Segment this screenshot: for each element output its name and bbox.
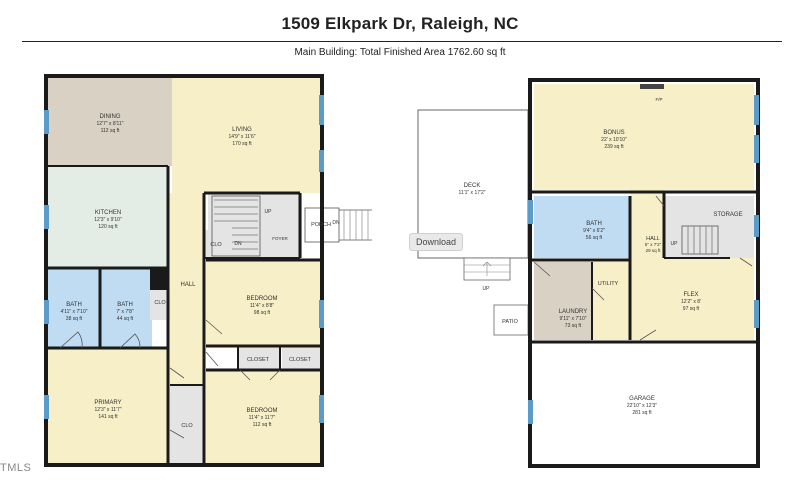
bath3-area: 56 sq ft: [586, 235, 603, 241]
garage-room: [530, 344, 756, 466]
bath1-area: 38 sq ft: [66, 316, 83, 322]
closet-a: [238, 346, 280, 370]
closet-label-b: CLOSET: [289, 357, 312, 363]
primary-room: [48, 348, 170, 463]
up-label-upper: UP: [265, 209, 273, 215]
laundry-name: LAUNDRY: [559, 309, 588, 315]
lower-floor: [417, 78, 760, 468]
kitchen-room: [48, 166, 168, 268]
hall-lower-name: HALL: [646, 236, 660, 242]
flex-room: [664, 258, 754, 340]
bonus-area: 239 sq ft: [604, 144, 624, 150]
bedroom1-dims: 11'4" x 8'8": [250, 303, 274, 309]
bedroom1-area: 98 sq ft: [254, 310, 271, 316]
hall-lower-dims: 5'' x 7'2": [645, 242, 662, 247]
closet-label-a: CLOSET: [247, 357, 270, 363]
dn-label-porch: DN: [332, 220, 340, 226]
primary-dims: 12'3" x 11'7": [94, 407, 121, 413]
primary-name: PRIMARY: [94, 400, 121, 406]
hall-lower-area: 29 sq ft: [646, 248, 662, 253]
download-button[interactable]: Download: [409, 233, 463, 251]
hall-lower: [630, 190, 664, 340]
dining-area: 112 sq ft: [101, 128, 120, 134]
clo-label-b: CLO: [154, 300, 166, 306]
bonus-name: BONUS: [603, 130, 624, 136]
bedroom2-room: [206, 370, 320, 463]
laundry-area: 73 sq ft: [565, 323, 582, 329]
bonus-room: [534, 84, 754, 190]
bath3-name: BATH: [586, 221, 602, 227]
bath3-room: [534, 196, 630, 258]
flex-name: FLEX: [683, 292, 698, 298]
up-label-deck: UP: [483, 286, 491, 292]
mls-watermark: TMLS: [0, 462, 32, 474]
deck-name: DECK: [464, 183, 481, 189]
foyer-label: FOYER: [272, 236, 288, 241]
garage-dims: 22'10" x 12'3": [627, 403, 657, 409]
patio: [493, 304, 529, 336]
bath1-name: BATH: [66, 302, 82, 308]
clo-upper-a: [204, 230, 228, 258]
kitchen-area: 120 sq ft: [98, 224, 118, 230]
dining-name: DINING: [100, 114, 121, 120]
fp-label: F/P: [655, 97, 662, 102]
bonus-dims: 22' x 10'10": [601, 137, 627, 143]
closet-b: [282, 346, 320, 370]
utility-label: UTILITY: [598, 281, 619, 287]
porch-label: PORCH: [311, 222, 331, 228]
bath3-dims: 9'4" x 6'2": [583, 228, 605, 234]
bath2-room: [100, 268, 152, 348]
primary-area: 141 sq ft: [98, 414, 118, 420]
bedroom1-room: [206, 260, 320, 346]
bedroom2-area: 112 sq ft: [253, 422, 272, 428]
room-labels: DINING 12'7" x 8'11" 112 sq ft LIVING 14…: [60, 97, 742, 429]
clo-label-a: CLO: [210, 242, 222, 248]
living-name: LIVING: [232, 127, 252, 133]
bedroom1-name: BEDROOM: [246, 296, 277, 302]
kitchen-name: KITCHEN: [95, 210, 121, 216]
laundry-room: [534, 262, 592, 340]
living-dims: 14'9" x 11'6": [228, 134, 255, 140]
flex-area: 97 sq ft: [683, 306, 700, 312]
bedroom2-dims: 11'4" x 11'7": [249, 415, 276, 421]
clo-label-c: CLO: [181, 423, 193, 429]
living-area: 170 sq ft: [232, 141, 252, 147]
up-label-lower: UP: [671, 241, 679, 247]
bath2-dims: 7' x 7'8": [116, 309, 134, 315]
utility-room: [592, 262, 630, 340]
plan-subtitle: Main Building: Total Finished Area 1762.…: [294, 47, 506, 58]
garage-area: 281 sq ft: [632, 410, 652, 416]
bath1-room: [48, 268, 100, 348]
bedroom2-name: BEDROOM: [246, 408, 277, 414]
dn-label-upper: DN: [234, 241, 242, 247]
dining-dims: 12'7" x 8'11": [96, 121, 123, 127]
bath2-name: BATH: [117, 302, 133, 308]
bath2-area: 44 sq ft: [117, 316, 134, 322]
deck-dims: 11'1" x 17'2": [458, 190, 485, 196]
upper-floor: [44, 74, 372, 467]
patio-label: PATIO: [502, 319, 518, 325]
storage-label: STORAGE: [713, 212, 742, 218]
garage-name: GARAGE: [629, 396, 655, 402]
kitchen-dims: 12'3" x 9'10": [94, 217, 122, 223]
living-room: [172, 78, 320, 193]
clo-upper-b: [150, 290, 170, 320]
flex-dims: 12'2" x 8': [681, 299, 701, 305]
storage-room: [664, 196, 754, 258]
dining-room: [48, 78, 172, 166]
bath1-dims: 4'11" x 7'10": [60, 309, 87, 315]
laundry-dims: 9'11" x 7'10": [559, 316, 586, 322]
plan-title: 1509 Elkpark Dr, Raleigh, NC: [281, 14, 519, 33]
title-rule: [22, 41, 782, 42]
hall-label-upper: HALL: [180, 282, 196, 288]
clo-upper-c: [170, 385, 204, 463]
